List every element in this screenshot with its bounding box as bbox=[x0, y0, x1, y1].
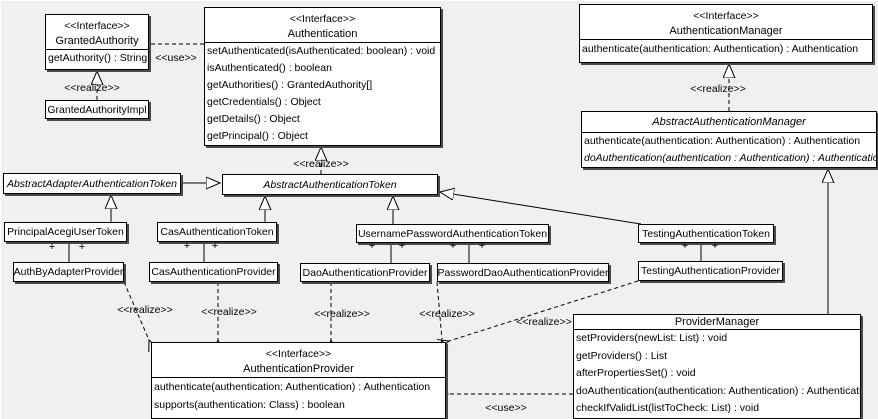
method-list: authenticate(authentication: Authenticat… bbox=[582, 133, 876, 166]
class-header: <<Interface>> AuthenticationProvider bbox=[152, 343, 445, 378]
class-name: AuthByAdapterProvider bbox=[13, 266, 124, 278]
edge-label-realize-passworddao: <<realize>> bbox=[419, 308, 475, 320]
class-box-abstract-authentication-manager[interactable]: AbstractAuthenticationManager authentica… bbox=[581, 111, 877, 168]
realize-edge-authbyadapter-provider bbox=[123, 281, 149, 340]
method: getDetails() : Object bbox=[207, 113, 300, 125]
class-name: AuthenticationManager bbox=[669, 25, 783, 37]
class-name: CasAuthenticationProvider bbox=[151, 266, 276, 278]
class-name: Authentication bbox=[287, 28, 358, 40]
stereotype-label: <<Interface>> bbox=[64, 20, 130, 32]
class-header: <<Interface>> GrantedAuthority bbox=[46, 15, 148, 50]
method: authenticate(authentication: Authenticat… bbox=[154, 381, 431, 393]
class-name: DaoAuthenticationProvider bbox=[302, 266, 428, 279]
method-list: authenticate(authentication: Authenticat… bbox=[580, 40, 872, 58]
generalization-edge-testing-token bbox=[440, 192, 642, 225]
method: afterPropertiesSet() : void bbox=[576, 367, 696, 379]
association-plus-label: + bbox=[211, 240, 219, 252]
method-list: setProviders(newList: List) : void getPr… bbox=[574, 330, 860, 418]
class-name: AbstractAuthenticationToken bbox=[263, 178, 397, 191]
edge-label-realize-authbyadapter: <<realize>> bbox=[117, 304, 173, 316]
class-name: TestingAuthenticationProvider bbox=[641, 265, 780, 277]
method: getPrincipal() : Object bbox=[207, 130, 308, 142]
stereotype-label: <<Interface>> bbox=[289, 13, 356, 25]
method: checkIfValidList(listToCheck: List) : vo… bbox=[576, 402, 760, 414]
method: doAuthentication(authentication: Authent… bbox=[576, 384, 860, 397]
stereotype-label: <<Interface>> bbox=[693, 10, 759, 22]
method: doAuthentication(authentication : Authen… bbox=[584, 151, 876, 164]
method: getAuthority() : String bbox=[48, 52, 148, 64]
association-plus-label: + bbox=[78, 241, 86, 253]
class-name: AbstractAdapterAuthenticationToken bbox=[6, 177, 178, 190]
edge-label-realize-authentication: <<realize>> bbox=[293, 158, 349, 170]
class-box-authentication-manager[interactable]: <<Interface>> AuthenticationManager auth… bbox=[579, 4, 873, 63]
method: getAuthorities() : GrantedAuthority[] bbox=[207, 79, 373, 91]
class-box-auth-by-adapter-provider[interactable]: AuthByAdapterProvider bbox=[13, 262, 124, 282]
association-plus-label: + bbox=[681, 240, 689, 252]
association-plus-label: + bbox=[449, 240, 457, 252]
realize-edge-testing-provider bbox=[449, 280, 639, 341]
class-box-cas-authentication-token[interactable]: CasAuthenticationToken bbox=[157, 222, 277, 242]
class-box-password-dao-authentication-provider[interactable]: PasswordDaoAuthenticationProvider bbox=[437, 263, 609, 282]
realize-edge-passworddao-provider bbox=[436, 281, 442, 340]
class-box-provider-manager[interactable]: ProviderManager setProviders(newList: Li… bbox=[573, 314, 861, 419]
method-list: getAuthority() : String bbox=[46, 50, 148, 67]
edge-label-realize-dao: <<realize>> bbox=[314, 308, 370, 320]
method: setProviders(newList: List) : void bbox=[576, 332, 728, 344]
method: authenticate(authentication: Authenticat… bbox=[584, 135, 861, 147]
class-name: TestingAuthenticationToken bbox=[642, 227, 770, 240]
edge-label-realize-authentication-manager: <<realize>> bbox=[690, 83, 746, 95]
stereotype-label: <<Interface>> bbox=[265, 348, 332, 360]
association-plus-label: + bbox=[368, 240, 376, 252]
method: getProviders() : List bbox=[576, 349, 668, 362]
class-name: ProviderManager bbox=[574, 315, 860, 330]
class-box-abstract-authentication-token[interactable]: AbstractAuthenticationToken bbox=[222, 174, 438, 195]
class-box-granted-authority-impl[interactable]: GrantedAuthorityImpl bbox=[45, 100, 149, 119]
class-box-cas-authentication-provider[interactable]: CasAuthenticationProvider bbox=[149, 262, 278, 282]
class-header: <<Interface>> Authentication bbox=[205, 8, 440, 43]
association-plus-label: + bbox=[398, 240, 406, 252]
class-box-username-password-authentication-token[interactable]: UsernamePasswordAuthenticationToken bbox=[356, 224, 549, 243]
edge-label-use-bottom: <<use>> bbox=[485, 402, 527, 414]
class-name: UsernamePasswordAuthenticationToken bbox=[357, 227, 548, 240]
class-box-dao-authentication-provider[interactable]: DaoAuthenticationProvider bbox=[300, 263, 430, 282]
method: getCredentials() : Object bbox=[207, 96, 321, 108]
edge-label-realize-granted-authority: <<realize>> bbox=[64, 82, 120, 94]
association-plus-label: + bbox=[711, 240, 719, 252]
method: authenticate(authentication: Authenticat… bbox=[582, 43, 859, 55]
class-box-testing-authentication-provider[interactable]: TestingAuthenticationProvider bbox=[638, 261, 783, 281]
class-name: AuthenticationProvider bbox=[243, 363, 354, 375]
class-box-authentication[interactable]: <<Interface>> Authentication setAuthenti… bbox=[204, 7, 441, 146]
class-name: AbstractAuthenticationManager bbox=[582, 112, 876, 133]
class-name: PrincipalAcegiUserToken bbox=[7, 226, 124, 238]
class-name: CasAuthenticationToken bbox=[160, 226, 274, 238]
method-list: setAuthenticated(isAuthenticated: boolea… bbox=[205, 43, 440, 145]
association-plus-label: + bbox=[478, 240, 486, 252]
class-box-principal-acegi-user-token[interactable]: PrincipalAcegiUserToken bbox=[4, 222, 127, 242]
edge-label-realize-cas: <<realize>> bbox=[201, 306, 257, 318]
class-box-granted-authority[interactable]: <<Interface>> GrantedAuthority getAuthor… bbox=[45, 14, 149, 70]
association-plus-label: + bbox=[48, 241, 56, 253]
class-box-abstract-adapter-authentication-token[interactable]: AbstractAdapterAuthenticationToken bbox=[3, 173, 181, 194]
method: isAuthenticated() : boolean bbox=[207, 62, 332, 74]
class-header: <<Interface>> AuthenticationManager bbox=[580, 5, 872, 40]
class-box-testing-authentication-token[interactable]: TestingAuthenticationToken bbox=[638, 224, 774, 243]
class-name: PasswordDaoAuthenticationProvider bbox=[437, 266, 609, 279]
edge-label-use-top: <<use>> bbox=[155, 52, 197, 64]
class-box-authentication-provider[interactable]: <<Interface>> AuthenticationProvider aut… bbox=[151, 342, 446, 419]
method: setAuthenticated(isAuthenticated: boolea… bbox=[207, 45, 436, 57]
method-list: authenticate(authentication: Authenticat… bbox=[152, 378, 445, 414]
edge-label-realize-testing: <<realize>> bbox=[516, 316, 572, 328]
class-name: GrantedAuthorityImpl bbox=[47, 103, 147, 116]
class-name: GrantedAuthority bbox=[55, 35, 139, 47]
method: supports(authentication: Class) : boolea… bbox=[154, 399, 345, 411]
association-plus-label: + bbox=[183, 240, 191, 252]
